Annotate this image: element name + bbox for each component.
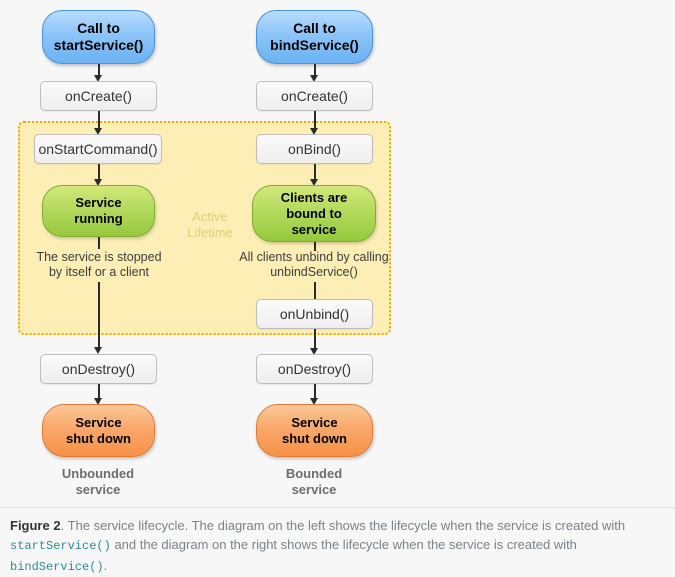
- node-right-service-shut-down: Service shut down: [256, 404, 373, 457]
- caption-unbounded-service-line2: service: [75, 482, 121, 497]
- caption-separator: [0, 507, 675, 508]
- node-right-onunbind: onUnbind(): [256, 299, 373, 329]
- caption-code-start-service: startService(): [10, 539, 111, 553]
- annotation-left-stop-condition: The service is stopped by itself or a cl…: [14, 250, 184, 280]
- node-left-service-shut-down-line2: shut down: [66, 430, 131, 446]
- node-right-onbind-label: onBind(): [288, 141, 341, 157]
- node-right-ondestroy: onDestroy(): [256, 354, 373, 384]
- caption-unbounded-service: Unbounded service: [38, 466, 158, 498]
- caption-bounded-service-line1: Bounded: [285, 466, 343, 481]
- node-left-onstartcommand: onStartCommand(): [34, 134, 162, 164]
- annotation-right-unbind-condition-line2: unbindService(): [270, 265, 358, 279]
- node-left-oncreate: onCreate(): [40, 81, 157, 111]
- caption-bounded-service: Bounded service: [254, 466, 374, 498]
- node-call-to-bind-service: Call to bindService(): [256, 10, 373, 64]
- node-call-to-start-service-line2: startService(): [53, 37, 144, 53]
- node-left-onstartcommand-label: onStartCommand(): [38, 141, 158, 157]
- node-clients-bound-to-service: Clients are bound to service: [252, 185, 376, 242]
- node-left-service-shut-down: Service shut down: [42, 404, 155, 457]
- connector-left-running-to-annot: [98, 237, 100, 249]
- node-service-running-line2: running: [74, 211, 123, 226]
- node-clients-bound-to-service-line3: service: [291, 221, 337, 237]
- node-call-to-bind-service-line2: bindService(): [270, 37, 359, 53]
- caption-text-part2: and the diagram on the right shows the l…: [110, 537, 577, 552]
- node-right-oncreate-label: onCreate(): [281, 88, 348, 104]
- caption-text-part1: . The service lifecycle. The diagram on …: [60, 518, 626, 533]
- active-lifetime-label-line2: Lifetime: [187, 225, 233, 240]
- node-right-service-shut-down-line1: Service: [291, 414, 338, 430]
- service-lifecycle-diagram: Active Lifetime Call to startService() o…: [14, 10, 404, 498]
- node-left-ondestroy: onDestroy(): [40, 354, 157, 384]
- node-left-service-shut-down-line1: Service: [75, 414, 122, 430]
- active-lifetime-label: Active Lifetime: [175, 209, 245, 241]
- node-left-oncreate-label: onCreate(): [65, 88, 132, 104]
- node-right-oncreate: onCreate(): [256, 81, 373, 111]
- annotation-left-stop-condition-line2: by itself or a client: [48, 265, 150, 279]
- annotation-right-unbind-condition-line1: All clients unbind by calling: [239, 250, 389, 264]
- annotation-right-unbind-condition: All clients unbind by calling unbindServ…: [224, 250, 404, 280]
- node-service-running: Service running: [42, 185, 155, 237]
- node-clients-bound-to-service-line1: Clients are: [280, 189, 348, 205]
- connector-right-bound-to-annot: [314, 242, 316, 251]
- node-clients-bound-to-service-line2: bound to: [286, 205, 342, 221]
- node-right-ondestroy-label: onDestroy(): [277, 361, 352, 377]
- caption-text-part3: .: [103, 558, 108, 573]
- annotation-left-stop-condition-line1: The service is stopped: [36, 250, 162, 264]
- caption-code-bind-service: bindService(): [10, 560, 104, 574]
- node-right-onbind: onBind(): [256, 134, 373, 164]
- node-right-onunbind-label: onUnbind(): [279, 306, 350, 322]
- caption-bounded-service-line2: service: [291, 482, 337, 497]
- node-right-service-shut-down-line2: shut down: [282, 430, 347, 446]
- node-service-running-line1: Service: [75, 195, 122, 210]
- node-call-to-bind-service-line1: Call to: [293, 20, 336, 36]
- node-left-ondestroy-label: onDestroy(): [61, 361, 136, 377]
- node-call-to-start-service: Call to startService(): [42, 10, 155, 64]
- figure-label: Figure 2: [10, 518, 61, 533]
- caption-unbounded-service-line1: Unbounded: [61, 466, 135, 481]
- figure-caption: Figure 2. The service lifecycle. The dia…: [0, 508, 675, 574]
- active-lifetime-label-line1: Active: [192, 209, 228, 224]
- node-call-to-start-service-line1: Call to: [77, 20, 120, 36]
